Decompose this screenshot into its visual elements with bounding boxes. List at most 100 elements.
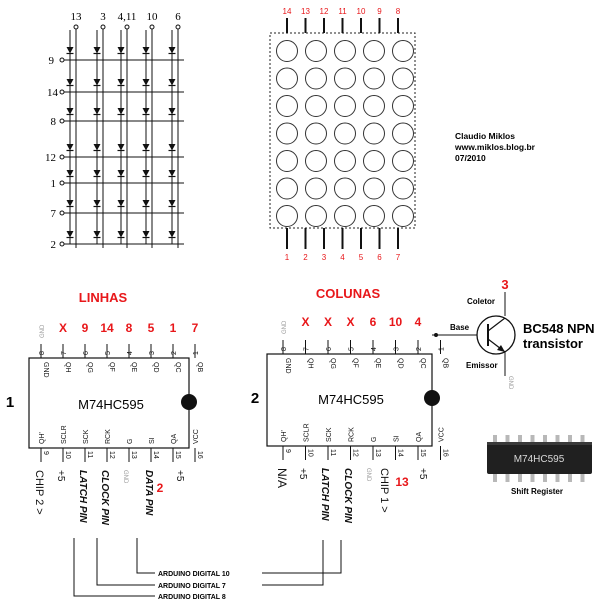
schematic-row-label: 14 [47, 87, 59, 99]
matrix-led [334, 95, 356, 117]
chip-pin-name: QB [196, 362, 203, 372]
matrix-led [305, 177, 327, 200]
chip-pin-number: 1 [439, 347, 446, 351]
matrix-connection-mark: X [324, 315, 332, 329]
schematic-led [116, 107, 126, 116]
base-label: Base [450, 323, 470, 332]
chip-pin-name: QH' [39, 432, 46, 444]
credit-site: www.miklos.blog.br [454, 142, 536, 152]
transistor-symbol [476, 315, 516, 355]
schematic-row-label: 1 [51, 178, 57, 190]
schematic-led [167, 199, 177, 208]
chip2-na-label: N/A [275, 468, 289, 488]
chip-pin-number: 10 [307, 449, 314, 457]
chip-pin-name: QG [86, 362, 93, 373]
chip-pin-number: 4 [127, 351, 134, 355]
schematic-led [167, 169, 177, 178]
schematic-led [65, 46, 75, 55]
chip2-group-title: COLUNAS [316, 286, 381, 301]
chip-pin-number: 16 [442, 449, 449, 457]
chip-pin-name: QD [397, 358, 404, 369]
matrix-top-pin-label: 8 [396, 7, 401, 16]
chip-pin-name: G [371, 437, 378, 442]
chip-pin-name: G [127, 439, 134, 444]
chip-pin-name: QA [416, 432, 423, 442]
schematic-led [65, 143, 75, 152]
chip-pin-name: QC [419, 358, 426, 369]
transistor-gnd-label: GND [507, 376, 513, 390]
matrix-connection-mark: X [301, 315, 309, 329]
matrix-connection-mark: 7 [192, 321, 199, 335]
chip-pin-name: QH [307, 358, 314, 369]
gnd-label: GND [282, 320, 288, 334]
chip1-index: 1 [6, 394, 14, 411]
chip-pin-number: 10 [64, 451, 71, 459]
matrix-top-pin-label: 10 [357, 7, 366, 16]
schematic-led [116, 199, 126, 208]
schematic-led [116, 169, 126, 178]
transistor-title-line2: transistor [523, 336, 583, 351]
matrix-led [276, 40, 298, 62]
chip-pin-name: SI [149, 437, 156, 444]
chip-pin-number: 5 [105, 351, 112, 355]
chip-pin-name: GND [42, 362, 49, 378]
schematic-led-grid [59, 24, 184, 248]
chip1-latch-label: LATCH PIN [77, 470, 88, 523]
matrix-led [305, 95, 327, 117]
chip-pin-number: 12 [352, 449, 359, 457]
matrix-bottom-pin-label: 5 [359, 253, 364, 262]
matrix-led [363, 40, 385, 62]
schematic-led [65, 107, 75, 116]
matrix-led [363, 150, 385, 172]
matrix-led [363, 177, 385, 200]
collector-pin-number: 3 [501, 277, 508, 292]
matrix-led [392, 122, 414, 145]
schematic-col-label: 3 [100, 11, 106, 23]
schematic-led [141, 143, 151, 152]
chip1-body [28, 357, 190, 449]
matrix-led [334, 177, 356, 200]
chip1: LINHAS 1 M74HC595 8GNDGND7QHX6QG95QF144Q… [6, 290, 203, 526]
schematic-row-label: 2 [51, 239, 57, 251]
schematic-led [65, 199, 75, 208]
chip1-clock-label: CLOCK PIN [99, 470, 110, 526]
schematic-led [141, 169, 151, 178]
matrix-connection-mark: 1 [170, 321, 177, 335]
chip-pin-number: 5 [349, 347, 356, 351]
chip-pin-name: QB [442, 358, 449, 368]
schematic-led [92, 78, 102, 87]
schematic-led [167, 230, 177, 239]
matrix-led [392, 67, 414, 90]
chip-pin-number: 16 [196, 451, 203, 459]
chip-pin-name: QA [171, 434, 178, 444]
matrix-led [305, 122, 327, 145]
matrix-led [363, 67, 385, 90]
schematic-led [65, 169, 75, 178]
matrix-led [392, 150, 414, 172]
chip2-gnd-label: GND [365, 468, 371, 482]
matrix-connection-mark: 8 [126, 321, 133, 335]
schematic-led [141, 78, 151, 87]
schematic-led [167, 143, 177, 152]
chip-pin-name: VCC [193, 429, 200, 444]
schematic-led [141, 199, 151, 208]
credits: Claudio Miklos www.miklos.blog.br 07/201… [454, 131, 536, 163]
matrix-connection-mark: X [346, 315, 354, 329]
schematic-col-label: 6 [175, 11, 181, 23]
matrix-led [363, 95, 385, 117]
schematic-row-label: 8 [51, 116, 57, 128]
chip1-data-label: DATA PIN [143, 470, 154, 516]
chip-pin-number: 3 [149, 351, 156, 355]
schematic-row-label: 7 [51, 208, 57, 220]
chip2-chip1-label: CHIP 1 > [378, 468, 390, 513]
schematic-col-label: 4,11 [118, 11, 137, 23]
chip-pin-number: 14 [152, 451, 159, 459]
matrix-led [363, 122, 385, 145]
matrix-led [392, 205, 414, 227]
matrix-bottom-pin-label: 2 [303, 253, 308, 262]
chip2-part: M74HC595 [318, 392, 384, 407]
emitter-label: Emissor [466, 361, 498, 370]
schematic-led [92, 46, 102, 55]
chip-pin-name: GND [284, 358, 291, 374]
shift-register-caption: Shift Register [511, 487, 563, 496]
